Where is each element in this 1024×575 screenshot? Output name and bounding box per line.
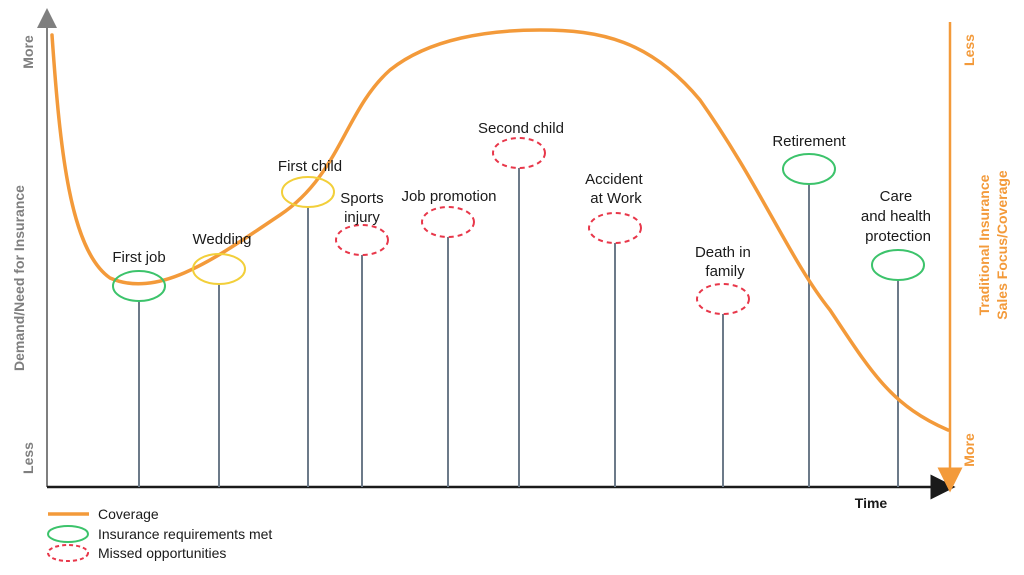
label-accident: Accident at Work: [585, 171, 647, 207]
y-axis-label: Demand/Need for Insurance: [11, 185, 27, 371]
marker-second-child: [492, 137, 546, 169]
label-wedding: Wedding: [193, 231, 252, 248]
label-retirement: Retirement: [772, 133, 846, 150]
label-first-child: First child: [278, 158, 342, 175]
legend-missed-label: Missed opportunities: [98, 545, 226, 561]
marker-sports-injury: [335, 224, 389, 256]
label-job-promotion: Job promotion: [401, 188, 496, 205]
label-death-family: Death in family: [695, 244, 755, 280]
y-axis-bottom-label: Less: [20, 442, 36, 474]
marker-retirement: [782, 153, 836, 185]
marker-wedding: [192, 253, 246, 285]
marker-first-child: [281, 176, 335, 208]
event-labels: First job Wedding First child Sports inj…: [112, 120, 935, 280]
x-axis-label: Time: [855, 495, 888, 511]
label-first-job: First job: [112, 249, 165, 266]
legend-coverage-label: Coverage: [98, 506, 159, 522]
right-axis-label-line1: Traditional Insurance: [976, 174, 992, 315]
legend-met-label: Insurance requirements met: [98, 526, 272, 542]
marker-first-job: [112, 270, 166, 302]
marker-job-promotion: [421, 206, 475, 238]
legend: Coverage Insurance requirements met Miss…: [47, 506, 272, 562]
marker-accident: [588, 212, 642, 244]
marker-care-health: [871, 249, 925, 281]
right-axis-label-line2: Sales Focus/Coverage: [994, 170, 1010, 320]
legend-missed-swatch: [47, 544, 89, 562]
label-care-health: Care and health protection: [861, 188, 935, 245]
marker-death-family: [696, 283, 750, 315]
right-axis-bottom-label: More: [961, 433, 977, 467]
event-stems: [138, 168, 899, 487]
legend-met-swatch: [47, 525, 89, 543]
label-sports-injury: Sports injury: [340, 190, 388, 226]
right-axis-top-label: Less: [961, 34, 977, 66]
event-markers: [112, 137, 925, 315]
coverage-curve: [50, 28, 950, 432]
label-second-child: Second child: [478, 120, 564, 137]
y-axis-top-label: More: [20, 35, 36, 69]
